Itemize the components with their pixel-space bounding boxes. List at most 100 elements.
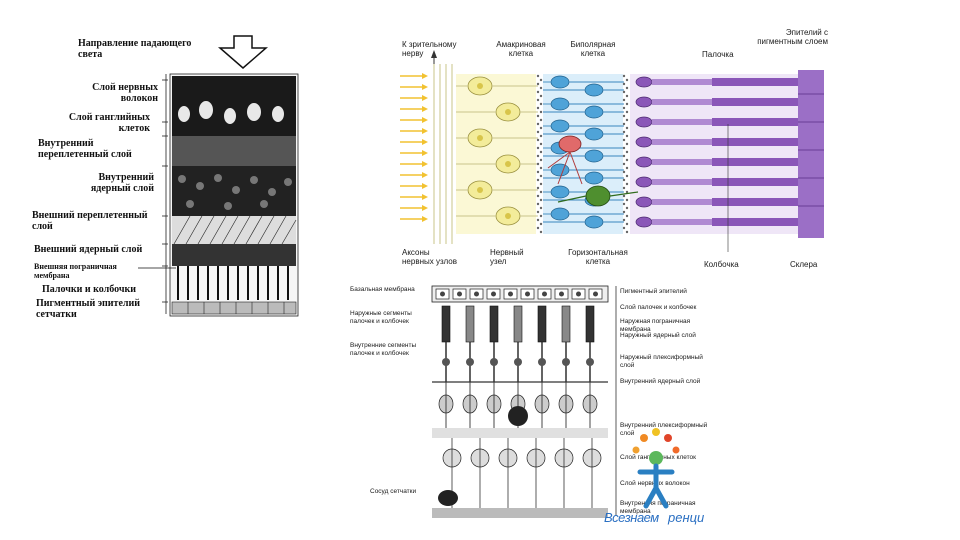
light-arrow (400, 150, 428, 156)
synapse-dot (537, 187, 539, 189)
synapse-dot (537, 99, 539, 101)
bipolar-cell (585, 216, 603, 228)
synapse-dot (623, 219, 625, 221)
bipolar-cell (585, 150, 603, 162)
figure-logo-icon (626, 428, 686, 508)
synapse-dot (540, 191, 542, 193)
synapse-dot (626, 167, 628, 169)
photoreceptor-inner (652, 219, 712, 225)
synapse-dot (626, 119, 628, 121)
synapse-dot (626, 95, 628, 97)
synapse-dot (623, 179, 625, 181)
synapse-dot (540, 159, 542, 161)
synapse-dot (623, 187, 625, 189)
synapse-dot (626, 87, 628, 89)
rod-cone-segment (562, 306, 570, 342)
photoreceptor-nucleus (636, 197, 652, 207)
layer-brackets (160, 74, 170, 316)
synapse-dot (537, 147, 539, 149)
light-arrow (400, 117, 428, 123)
light-arrow (400, 84, 428, 90)
synapse-dot (537, 75, 539, 77)
synapse-dot (626, 183, 628, 185)
bipolar-cell (585, 106, 603, 118)
epithelium-nucleus (508, 292, 513, 297)
layer-label-3: Внутренний ядерный слой (80, 172, 154, 194)
right-layer-label-5: Внутренний ядерный слой (620, 378, 712, 386)
amacrine-cell (559, 136, 581, 152)
synapse-dot (626, 79, 628, 81)
bottom-label-cone: Колбочка (704, 260, 754, 269)
photoreceptor-nucleus (636, 177, 652, 187)
synapse-dot (540, 127, 542, 129)
photoreceptor-inner (652, 139, 712, 145)
ganglion-nucleus (477, 83, 483, 89)
synapse-dot (537, 139, 539, 141)
photoreceptor-nucleus (636, 77, 652, 87)
synapse-dot (540, 215, 542, 217)
light-arrow (400, 73, 428, 79)
synapse-dot (537, 83, 539, 85)
synapse-dot (623, 155, 625, 157)
rod-cone-nucleus (490, 358, 498, 366)
epithelium-nucleus (576, 292, 581, 297)
light-direction-label: Направление падающего света (78, 38, 218, 60)
synapse-dot (626, 215, 628, 217)
synapse-dot (537, 227, 539, 229)
layer-label-4: Внешний переплетенный слой (32, 210, 168, 232)
photoreceptor-outer (712, 118, 798, 126)
photoreceptor-nucleus (636, 217, 652, 227)
ganglion-nucleus (477, 187, 483, 193)
epithelium-nucleus (491, 292, 496, 297)
synapse-dot (540, 87, 542, 89)
bottom-label-sclera: Склера (790, 260, 828, 269)
right-layer-label-1: Слой палочек и колбочек (620, 304, 712, 312)
light-arrow (400, 128, 428, 134)
synapse-dot (537, 123, 539, 125)
synapse-dot (623, 91, 625, 93)
bipolar-cell (551, 164, 569, 176)
synapse-dot (626, 103, 628, 105)
ganglion-nucleus (477, 135, 483, 141)
photoreceptor-inner (652, 119, 712, 125)
layer-label-8: Пигментный эпителий сетчатки (36, 298, 160, 320)
synapse-dot (540, 135, 542, 137)
photoreceptor-outer (712, 78, 798, 86)
left-retina-diagram: Направление падающего света (0, 0, 320, 330)
synapse-dot (626, 175, 628, 177)
photoreceptor-inner (652, 199, 712, 205)
vessel-shape (438, 490, 458, 506)
watermark-logo: Всезнаем ренци (604, 428, 708, 528)
synapse-dot (540, 79, 542, 81)
synapse-dot (537, 203, 539, 205)
bottom-label-axons: Аксоны нервных узлов (402, 248, 462, 266)
synapse-dot (623, 131, 625, 133)
epithelium-nucleus (542, 292, 547, 297)
bipolar-cell (551, 98, 569, 110)
synapse-dot (623, 99, 625, 101)
layer-label-2: Внутренний переплетенный слой (38, 138, 150, 160)
epithelium-nucleus (474, 292, 479, 297)
rod-cone-segment (538, 306, 546, 342)
light-arrow (400, 183, 428, 189)
rod-cone-nucleus (586, 358, 594, 366)
synapse-dot (540, 143, 542, 145)
synapse-dot (540, 167, 542, 169)
epithelium-nucleus (457, 292, 462, 297)
light-arrow-icon (222, 34, 272, 70)
label-basal-membrane: Базальная мембрана (350, 286, 430, 294)
light-arrow (400, 194, 428, 200)
synapse-dot (540, 199, 542, 201)
light-arrow (400, 172, 428, 178)
photoreceptor-nucleus (636, 97, 652, 107)
color-retina-diagram: К зрительному нерву Амакриновая клетка Б… (398, 14, 830, 274)
synapse-dot (626, 127, 628, 129)
synapse-dot (537, 171, 539, 173)
label-outer-segments: Наружные сегменты палочек и колбочек (350, 310, 430, 325)
epithelium-nucleus (525, 292, 530, 297)
rod-cone-segment (514, 306, 522, 342)
amacrine-dark-cell (508, 406, 528, 426)
light-arrow (400, 216, 428, 222)
rod-cone-segment (442, 306, 450, 342)
synapse-dot (623, 171, 625, 173)
